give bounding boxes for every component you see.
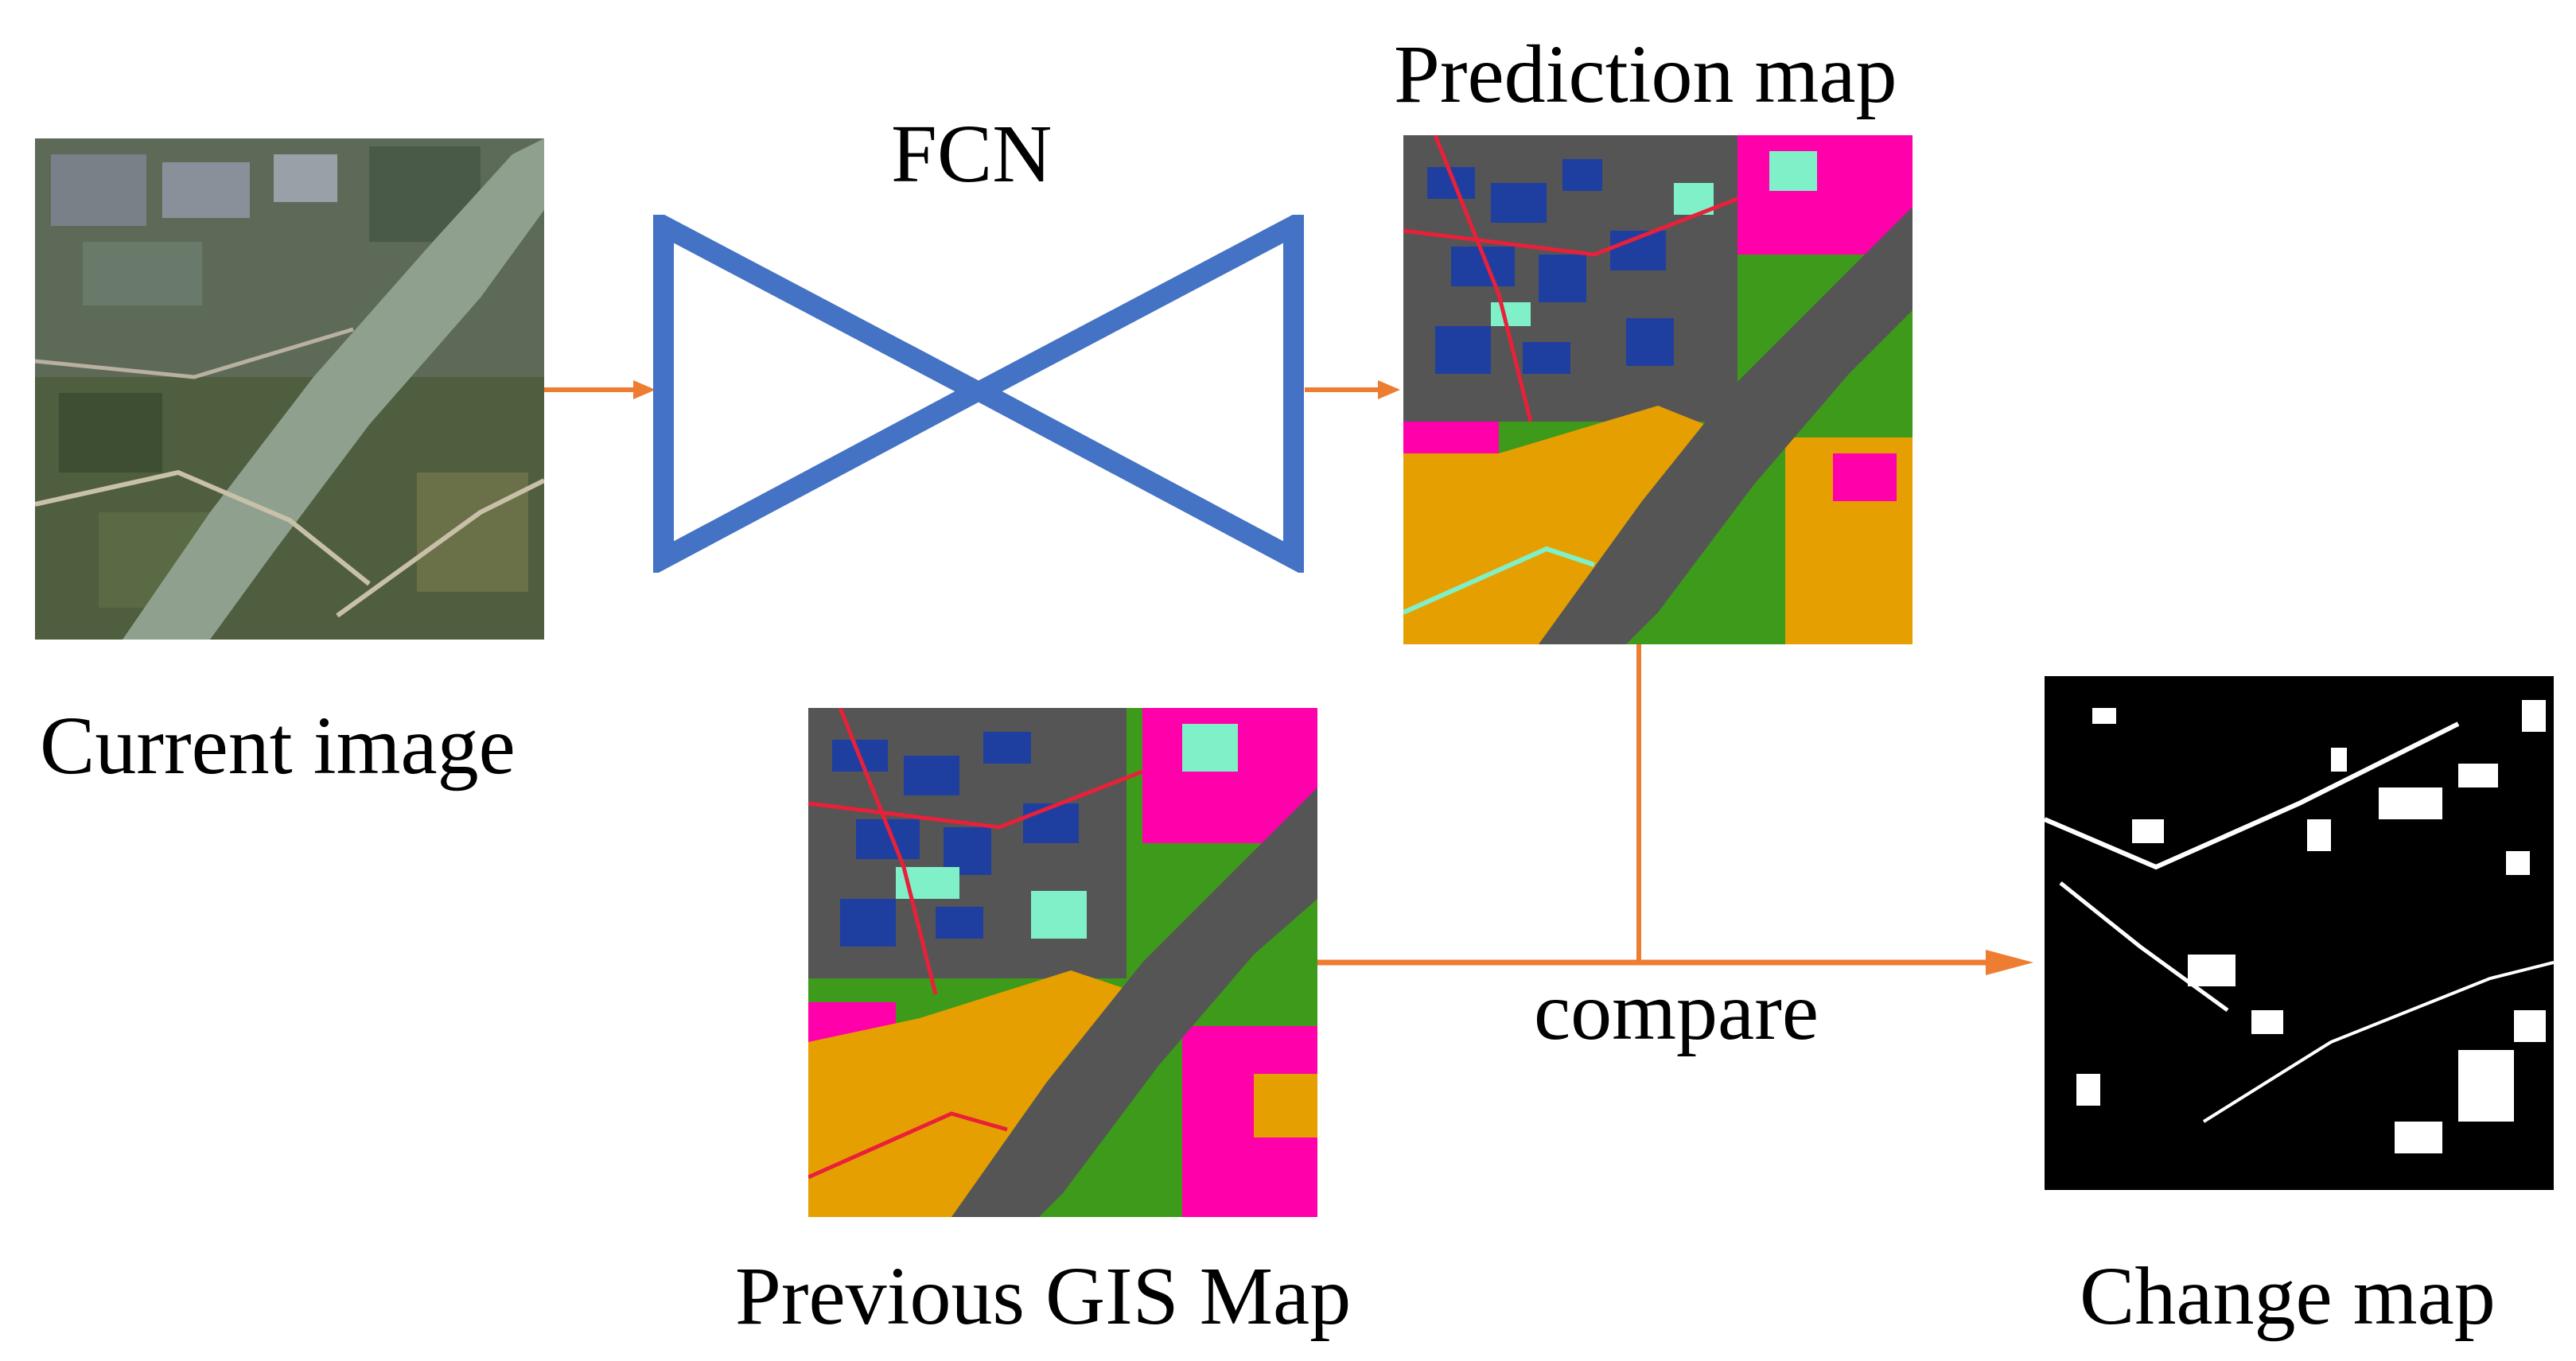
fcn-encoder-decoder-shape (653, 215, 1304, 573)
previous-gis-map-label: Previous GIS Map (735, 1250, 1352, 1342)
change-map-label: Change map (2080, 1250, 2496, 1342)
arrow-fcn-to-prediction (1305, 380, 1400, 399)
prediction-map-label: Prediction map (1394, 29, 1897, 120)
connector-prediction-to-compare (1636, 644, 1641, 962)
change-map-image (2045, 676, 2554, 1190)
compare-arrow (1317, 950, 2033, 975)
arrow-image-to-fcn (544, 380, 656, 399)
previous-gis-map-image (808, 708, 1317, 1217)
current-image-label: Current image (40, 700, 516, 791)
fcn-label: FCN (891, 108, 1053, 200)
prediction-map-image (1403, 135, 1913, 644)
compare-label: compare (1534, 966, 1819, 1057)
current-image-photo (35, 138, 544, 640)
